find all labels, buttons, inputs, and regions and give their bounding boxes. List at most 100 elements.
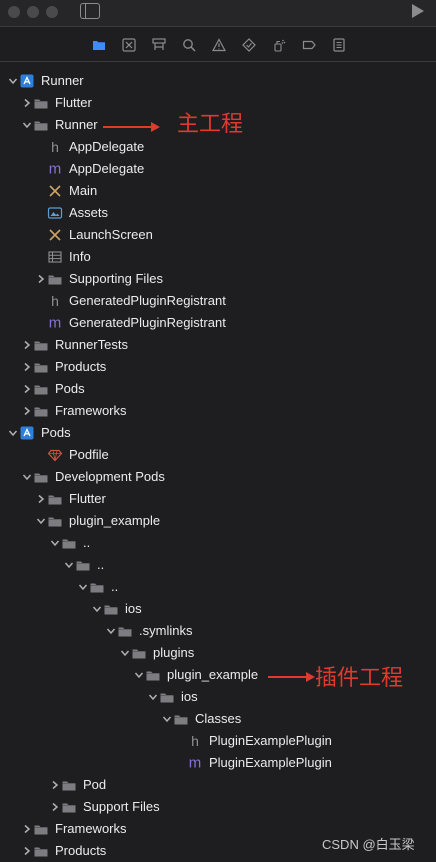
chevron-right-icon[interactable] [22, 845, 32, 857]
project-icon [19, 425, 35, 441]
chevron-down-icon[interactable] [22, 471, 32, 483]
tree-row[interactable]: ios [0, 598, 436, 620]
tree-row[interactable]: plugins [0, 642, 436, 664]
chevron-right-icon[interactable] [50, 779, 60, 791]
chevron-down-icon[interactable] [148, 691, 158, 703]
project-navigator-icon[interactable] [92, 38, 106, 52]
chevron-down-icon[interactable] [78, 581, 88, 593]
tree-row[interactable]: Products [0, 356, 436, 378]
chevron-right-icon[interactable] [22, 97, 32, 109]
tree-row[interactable]: RunnerTests [0, 334, 436, 356]
chevron-down-icon[interactable] [106, 625, 116, 637]
tree-row[interactable]: Flutter [0, 488, 436, 510]
tree-item-label: Runner [41, 73, 84, 88]
tree-row[interactable]: Products [0, 840, 436, 862]
chevron-down-icon[interactable] [50, 537, 60, 549]
tree-row[interactable]: LaunchScreen [0, 224, 436, 246]
tree-row[interactable]: .symlinks [0, 620, 436, 642]
tree-item-label: Frameworks [55, 821, 127, 836]
chevron-right-icon[interactable] [22, 823, 32, 835]
folder-icon [33, 469, 49, 485]
report-navigator-icon[interactable] [332, 38, 346, 52]
folder-icon [33, 821, 49, 837]
chevron-right-icon[interactable] [22, 405, 32, 417]
tree-row[interactable]: Assets [0, 202, 436, 224]
chevron-right-icon[interactable] [36, 493, 46, 505]
chevron-down-icon[interactable] [8, 427, 18, 439]
tree-row[interactable]: plugin_example [0, 510, 436, 532]
tree-row[interactable]: Main [0, 180, 436, 202]
tree-item-label: Supporting Files [69, 271, 163, 286]
tree-item-label: Main [69, 183, 98, 198]
chevron-down-icon[interactable] [120, 647, 130, 659]
tree-row[interactable]: Info [0, 246, 436, 268]
svg-text:h: h [51, 293, 59, 309]
sidebar-toggle-icon[interactable] [80, 3, 100, 19]
chevron-right-icon[interactable] [36, 273, 46, 285]
tree-item-label: .. [111, 579, 119, 594]
find-navigator-icon[interactable] [182, 38, 196, 52]
tree-item-label: LaunchScreen [69, 227, 153, 242]
chevron-down-icon[interactable] [64, 559, 74, 571]
chevron-down-icon[interactable] [162, 713, 172, 725]
tree-row[interactable]: Frameworks [0, 818, 436, 840]
tree-row[interactable]: Runner [0, 114, 436, 136]
chevron-down-icon[interactable] [22, 119, 32, 131]
source-control-navigator-icon[interactable] [122, 38, 136, 52]
chevron-down-icon[interactable] [8, 75, 18, 87]
symbol-navigator-icon[interactable] [152, 38, 166, 52]
chevron-right-icon[interactable] [22, 339, 32, 351]
chevron-down-icon[interactable] [92, 603, 102, 615]
issue-navigator-icon[interactable] [212, 38, 226, 52]
tree-row[interactable]: Development Pods [0, 466, 436, 488]
tree-row[interactable]: Frameworks [0, 400, 436, 422]
chevron-down-icon[interactable] [36, 515, 46, 527]
debug-navigator-icon[interactable] [272, 38, 286, 52]
chevron-right-icon[interactable] [50, 801, 60, 813]
tree-row[interactable]: Pods [0, 422, 436, 444]
test-navigator-icon[interactable] [242, 38, 256, 52]
chevron-right-icon[interactable] [22, 383, 32, 395]
tree-row[interactable]: .. [0, 554, 436, 576]
tree-row[interactable]: Classes [0, 708, 436, 730]
header-file-icon: h [47, 293, 63, 309]
chevron-right-icon[interactable] [22, 361, 32, 373]
tree-row[interactable]: Support Files [0, 796, 436, 818]
folder-icon [33, 95, 49, 111]
tree-item-label: .. [83, 535, 91, 550]
tree-row[interactable]: Pod [0, 774, 436, 796]
tree-item-label: Support Files [83, 799, 160, 814]
zoom-window-button[interactable] [46, 6, 58, 18]
storyboard-icon [47, 183, 63, 199]
tree-row[interactable]: plugin_example [0, 664, 436, 686]
tree-item-label: Flutter [55, 95, 92, 110]
tree-row[interactable]: Pods [0, 378, 436, 400]
play-icon[interactable] [412, 4, 424, 18]
tree-row[interactable]: Flutter [0, 92, 436, 114]
breakpoint-navigator-icon[interactable] [302, 38, 316, 52]
tree-row[interactable]: Runner [0, 70, 436, 92]
tree-row[interactable]: Podfile [0, 444, 436, 466]
minimize-window-button[interactable] [27, 6, 39, 18]
folder-icon [145, 667, 161, 683]
tree-row[interactable]: .. [0, 532, 436, 554]
close-window-button[interactable] [8, 6, 20, 18]
folder-icon [61, 777, 77, 793]
svg-text:m: m [189, 755, 202, 771]
navigator-divider [0, 61, 436, 62]
watermark: CSDN @白玉梁 [322, 837, 415, 852]
tree-item-label: PluginExamplePlugin [209, 733, 332, 748]
tree-row[interactable]: Supporting Files [0, 268, 436, 290]
tree-row[interactable]: .. [0, 576, 436, 598]
chevron-down-icon[interactable] [134, 669, 144, 681]
folder-icon [75, 557, 91, 573]
tree-item-label: Products [55, 843, 107, 858]
tree-row[interactable]: ios [0, 686, 436, 708]
tree-item-label: plugins [153, 645, 195, 660]
